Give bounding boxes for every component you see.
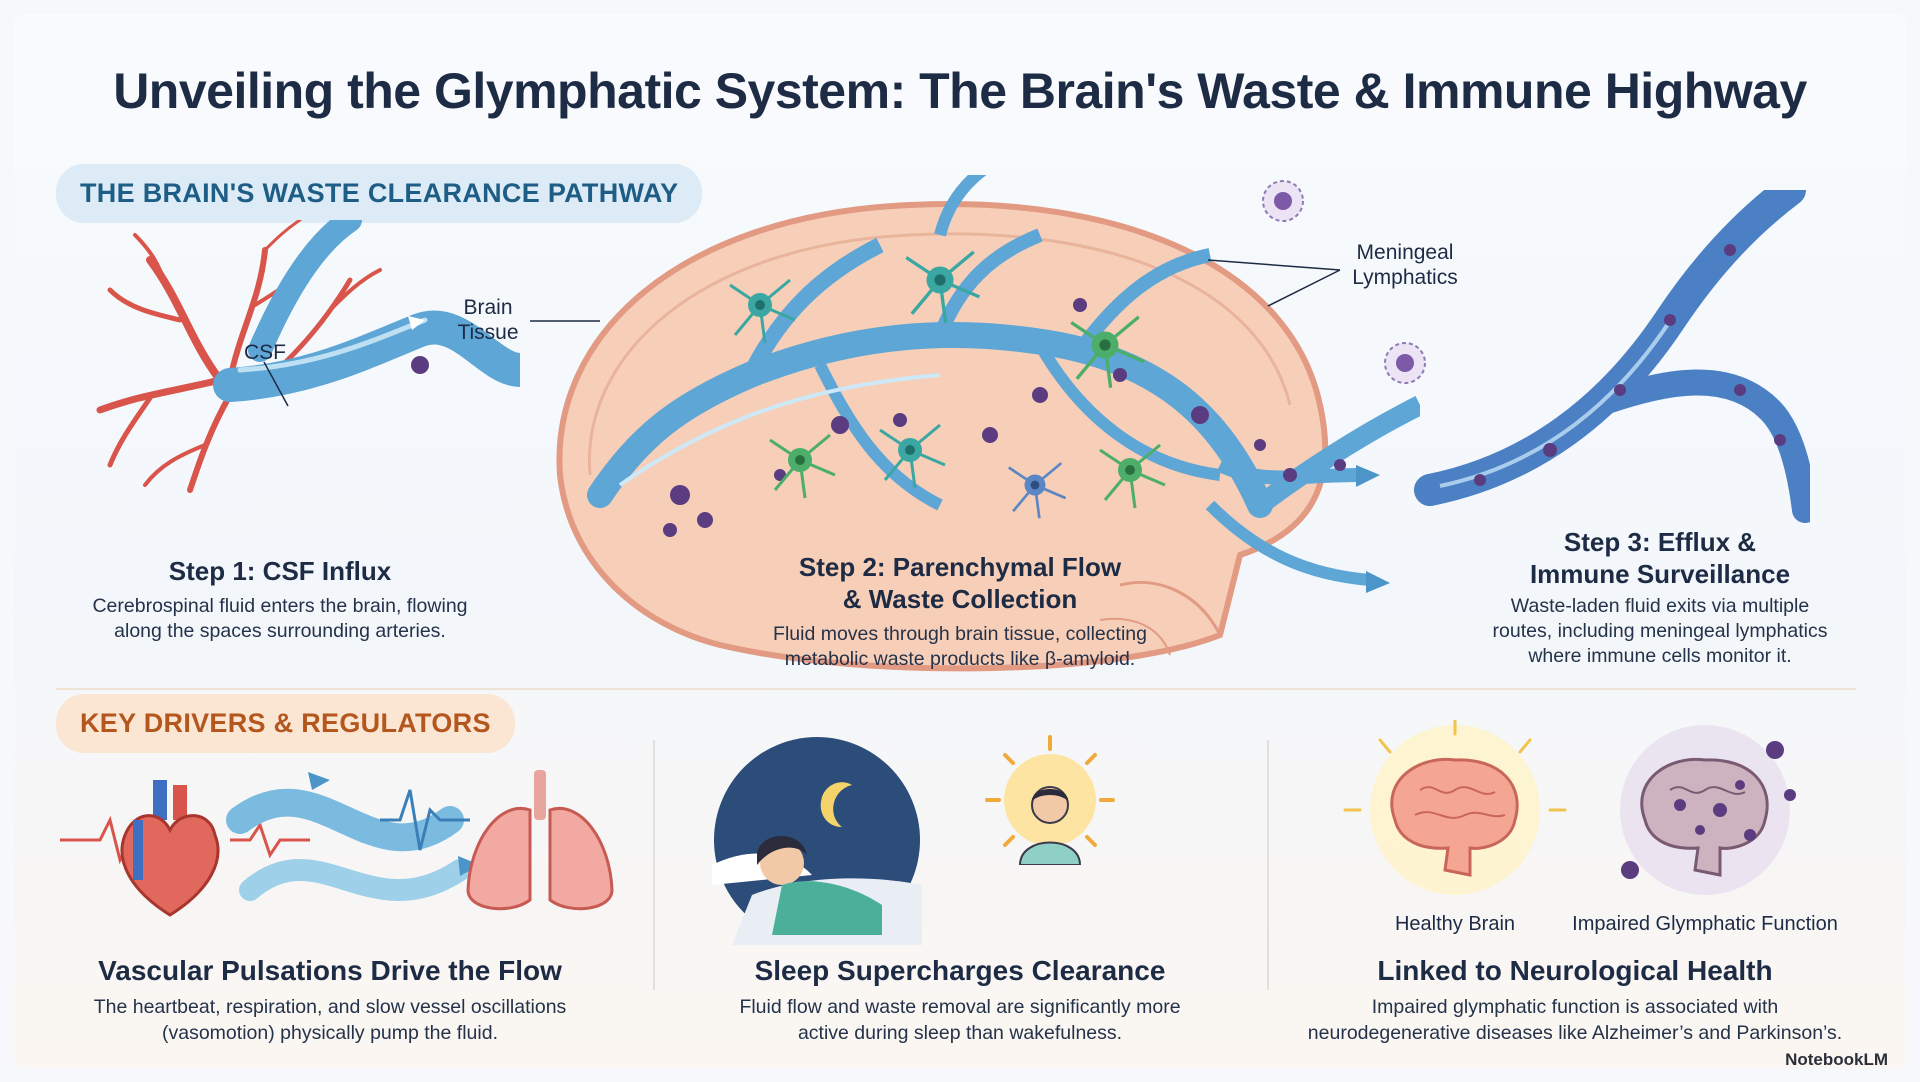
- neuron-icon: [729, 278, 796, 344]
- driver3-body-line1: Impaired glymphatic function is associat…: [1371, 996, 1779, 1018]
- efflux-vessels: [1414, 190, 1810, 523]
- step1-heading: Step 1: CSF Influx: [168, 556, 392, 586]
- page-title: Unveiling the Glymphatic System: The Bra…: [113, 63, 1807, 119]
- brand-label: NotebookLM: [1785, 1050, 1888, 1069]
- neuron-icon: [769, 433, 836, 499]
- section-label-pathway: THE BRAIN'S WASTE CLEARANCE PATHWAY: [56, 164, 703, 223]
- column-divider-1: [653, 740, 655, 990]
- immune-cell-icon: [1384, 342, 1426, 384]
- driver3-body-line2: neurodegenerative diseases like Alzheime…: [1307, 1022, 1843, 1044]
- step1-body-line1: Cerebrospinal fluid enters the brain, fl…: [92, 595, 468, 617]
- meningeal-label-line1: Meningeal: [1356, 241, 1454, 264]
- neuron-icon: [1070, 315, 1146, 388]
- heart-icon: [120, 780, 220, 917]
- step3-body-line2: routes, including meningeal lymphatics: [1492, 620, 1828, 642]
- moon-icon: [820, 782, 852, 827]
- neuron-icon: [879, 423, 946, 489]
- meningeal-label-line2: Lymphatics: [1352, 266, 1458, 289]
- neuron-icon: [1008, 462, 1067, 519]
- driver1-body-line2: (vasomotion) physically pump the fluid.: [162, 1022, 498, 1044]
- step3-body-line1: Waste-laden fluid exits via multiple: [1510, 595, 1810, 617]
- column-divider-2: [1267, 740, 1269, 990]
- driver1-body-line1: The heartbeat, respiration, and slow ves…: [93, 996, 567, 1018]
- driver2-body-line2: active during sleep than wakefulness.: [797, 1022, 1123, 1044]
- driver1-heading: Vascular Pulsations Drive the Flow: [98, 955, 562, 986]
- healthy-brain-label: Healthy Brain: [1394, 913, 1516, 935]
- awake-person-icon: [1018, 786, 1082, 865]
- arteries-icon: [96, 220, 520, 493]
- brain-tissue-label-line2: Tissue: [457, 321, 519, 344]
- step2-heading-line2: & Waste Collection: [842, 584, 1078, 614]
- step1-body-line2: along the spaces surrounding arteries.: [114, 620, 446, 642]
- driver2-body-line1: Fluid flow and waste removal are signifi…: [739, 996, 1181, 1018]
- section-label-drivers: KEY DRIVERS & REGULATORS: [56, 694, 515, 753]
- step3-heading-line1: Step 3: Efflux &: [1563, 527, 1757, 557]
- sleeping-person-icon: [712, 737, 922, 945]
- wave-icon: [60, 772, 480, 901]
- impaired-brain-label: Impaired Glymphatic Function: [1572, 913, 1838, 935]
- impaired-brain-icon: [1620, 725, 1796, 895]
- lungs-icon: [466, 770, 614, 911]
- meningeal-leader-line: [1208, 259, 1341, 307]
- section-separator: [56, 688, 1856, 690]
- brain-tissue-label-line1: Brain: [463, 296, 513, 319]
- driver3-heading: Linked to Neurological Health: [1377, 955, 1773, 986]
- neuron-icon: [905, 250, 981, 323]
- neuron-icon: [1099, 443, 1166, 509]
- driver2-heading: Sleep Supercharges Clearance: [754, 955, 1166, 986]
- brain-tissue-leader-line: [530, 320, 600, 322]
- step3-heading-line2: Immune Surveillance: [1529, 559, 1791, 589]
- step2-body-line2: metabolic waste products like β-amyloid.: [784, 648, 1136, 670]
- notebooklm-logo-icon: NotebookLM: [1785, 1050, 1888, 1070]
- csf-leader-line: [263, 361, 289, 407]
- step3-body-line3: where immune cells monitor it.: [1528, 645, 1792, 667]
- immune-cell-icon: [1262, 180, 1304, 222]
- healthy-brain-icon: [1343, 720, 1567, 895]
- step2-body-line1: Fluid moves through brain tissue, collec…: [773, 623, 1147, 645]
- csf-label: CSF: [244, 341, 286, 364]
- step2-heading-line1: Step 2: Parenchymal Flow: [798, 552, 1122, 582]
